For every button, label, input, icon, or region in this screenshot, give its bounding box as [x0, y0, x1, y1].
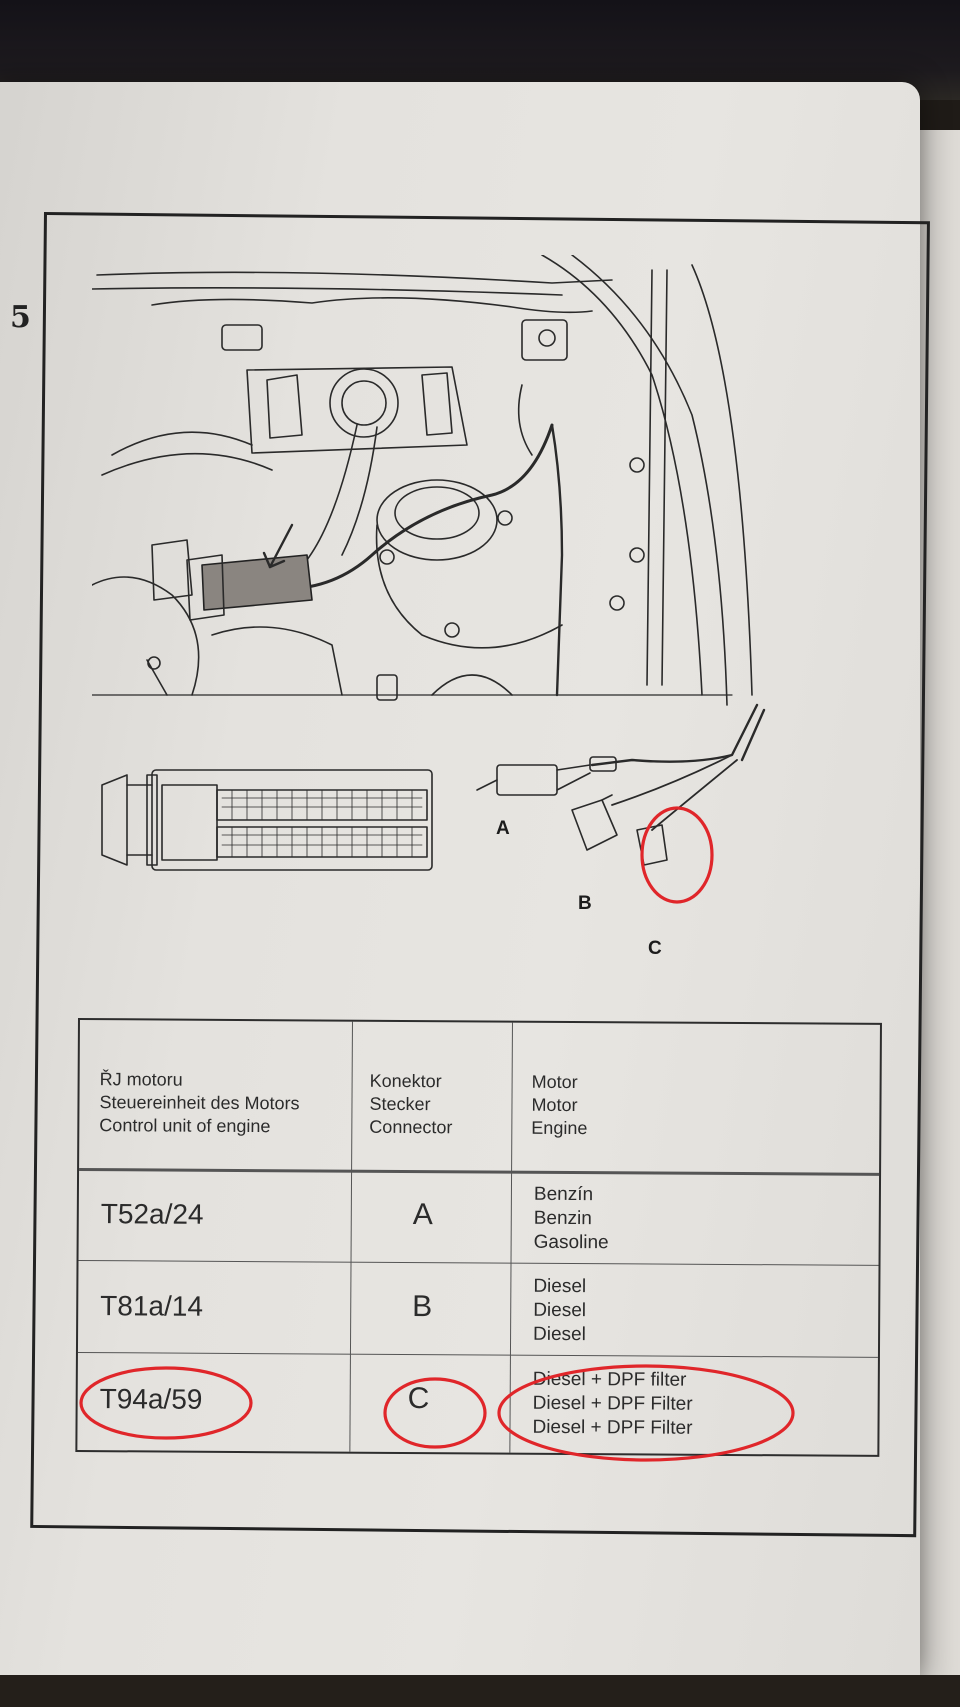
row-3-engine: Diesel + DPF filter Diesel + DPF Filter … — [532, 1368, 692, 1441]
header-line: Steuereinheit des Motors — [99, 1092, 300, 1114]
engine-line: Benzin — [533, 1207, 592, 1230]
engine-line: Diesel + DPF Filter — [532, 1392, 693, 1415]
engine-line: Gasoline — [533, 1231, 609, 1254]
table-divider — [79, 1168, 880, 1176]
page-number: 5 — [10, 300, 31, 335]
background-bottom — [0, 1675, 960, 1707]
header-line: Control unit of engine — [99, 1115, 271, 1137]
label-connector-a: A — [496, 818, 510, 839]
header-engine: Motor Motor Engine — [531, 1071, 831, 1142]
header-line: Connector — [369, 1116, 453, 1138]
header-line: ŘJ motoru — [99, 1069, 183, 1090]
table-divider — [349, 1021, 353, 1452]
engine-line: Diesel — [533, 1275, 587, 1298]
header-line: Motor — [531, 1094, 578, 1116]
engine-line: Diesel + DPF Filter — [532, 1416, 693, 1439]
label-connector-c: C — [648, 938, 662, 959]
header-line: Stecker — [369, 1093, 431, 1115]
row-3-connector: C — [407, 1382, 430, 1416]
row-1-connector: A — [412, 1198, 433, 1232]
header-line: Engine — [531, 1117, 588, 1139]
engine-line: Diesel — [533, 1299, 587, 1322]
row-1-control-unit: T52a/24 — [100, 1198, 204, 1230]
table-divider — [78, 1260, 879, 1266]
header-line: Motor — [531, 1071, 578, 1093]
header-line: Konektor — [369, 1070, 442, 1092]
row-2-engine: Diesel Diesel Diesel — [533, 1275, 586, 1347]
row-2-control-unit: T81a/14 — [100, 1290, 204, 1322]
table-divider — [77, 1352, 878, 1358]
row-2-connector: B — [412, 1290, 433, 1324]
engine-line: Diesel — [533, 1323, 586, 1346]
engine-bay-illustration — [92, 255, 766, 904]
connector-table: ŘJ motoru Steuereinheit des Motors Contr… — [75, 1018, 882, 1457]
label-connector-b: B — [578, 893, 592, 914]
header-control-unit: ŘJ motoru Steuereinheit des Motors Contr… — [99, 1068, 339, 1138]
row-1-engine: Benzín Benzin Gasoline — [534, 1183, 609, 1255]
header-connector: Konektor Stecker Connector — [369, 1070, 509, 1140]
table-divider — [509, 1022, 513, 1453]
engine-line: Diesel + DPF filter — [532, 1368, 687, 1391]
row-3-control-unit: T94a/59 — [99, 1383, 203, 1415]
engine-line: Benzín — [533, 1183, 594, 1206]
connector-c-highlight-ring — [640, 806, 714, 904]
